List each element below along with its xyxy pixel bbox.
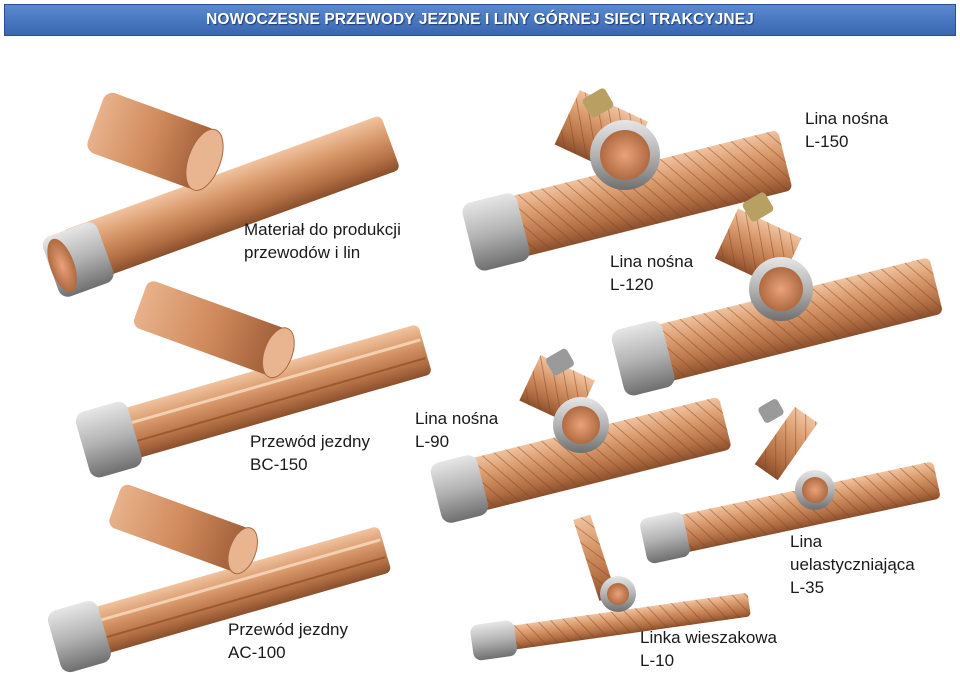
label-l150: Lina nośna L-150 [805, 109, 889, 151]
label-l120: Lina nośna L-120 [610, 252, 694, 294]
label-material: Materiał do produkcji przewodów i lin [244, 220, 401, 262]
cable-l90 [430, 348, 731, 523]
label-l10: Linka wieszakowa L-10 [640, 628, 778, 670]
title-banner: NOWOCZESNE PRZEWODY JEZDNE I LINY GÓRNEJ… [4, 4, 956, 36]
material-rod [42, 92, 399, 297]
cable-l150 [462, 88, 792, 271]
cable-l10 [470, 514, 751, 661]
cable-l35 [640, 399, 940, 564]
label-ac100: Przewód jezdny AC-100 [228, 620, 349, 662]
wire-bc150 [75, 281, 431, 478]
label-l35: Lina uelastyczniająca L-35 [790, 532, 915, 597]
label-bc150: Przewód jezdny BC-150 [250, 432, 371, 474]
cable-l120 [611, 192, 942, 396]
wire-ac100 [47, 484, 391, 673]
label-l90: Lina nośna L-90 [415, 409, 499, 451]
page-title: NOWOCZESNE PRZEWODY JEZDNE I LINY GÓRNEJ… [206, 11, 754, 28]
